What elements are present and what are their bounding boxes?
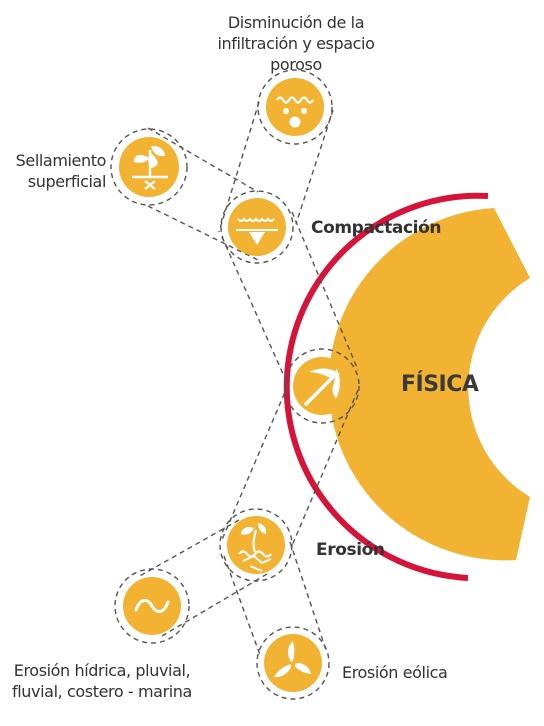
label-erosion-hidrica: Erosión hídrica, pluvial, fluvial, coste…: [12, 661, 192, 701]
compaction-icon: [228, 198, 286, 256]
sealed-plant-icon: [119, 137, 179, 197]
label-fisica: FÍSICA: [401, 372, 479, 397]
pores-icon: [266, 78, 324, 136]
label-sellamiento: Sellamiento superficial: [15, 151, 107, 191]
label-erosion: Erosión: [316, 540, 385, 560]
wind-turbine-icon: [264, 634, 322, 692]
label-erosion-eolica: Erosión eólica: [342, 663, 448, 682]
fisica-arc: [283, 192, 530, 581]
label-infiltracion: Disminución de la infiltración y espacio…: [217, 13, 375, 74]
connector-lines: [137, 101, 359, 656]
wave-icon: [123, 577, 181, 635]
label-compactacion: Compactación: [311, 218, 442, 238]
eroded-sprout-icon: [227, 516, 285, 574]
pickaxe-icon: [293, 357, 351, 415]
node-rings: [110, 69, 360, 700]
